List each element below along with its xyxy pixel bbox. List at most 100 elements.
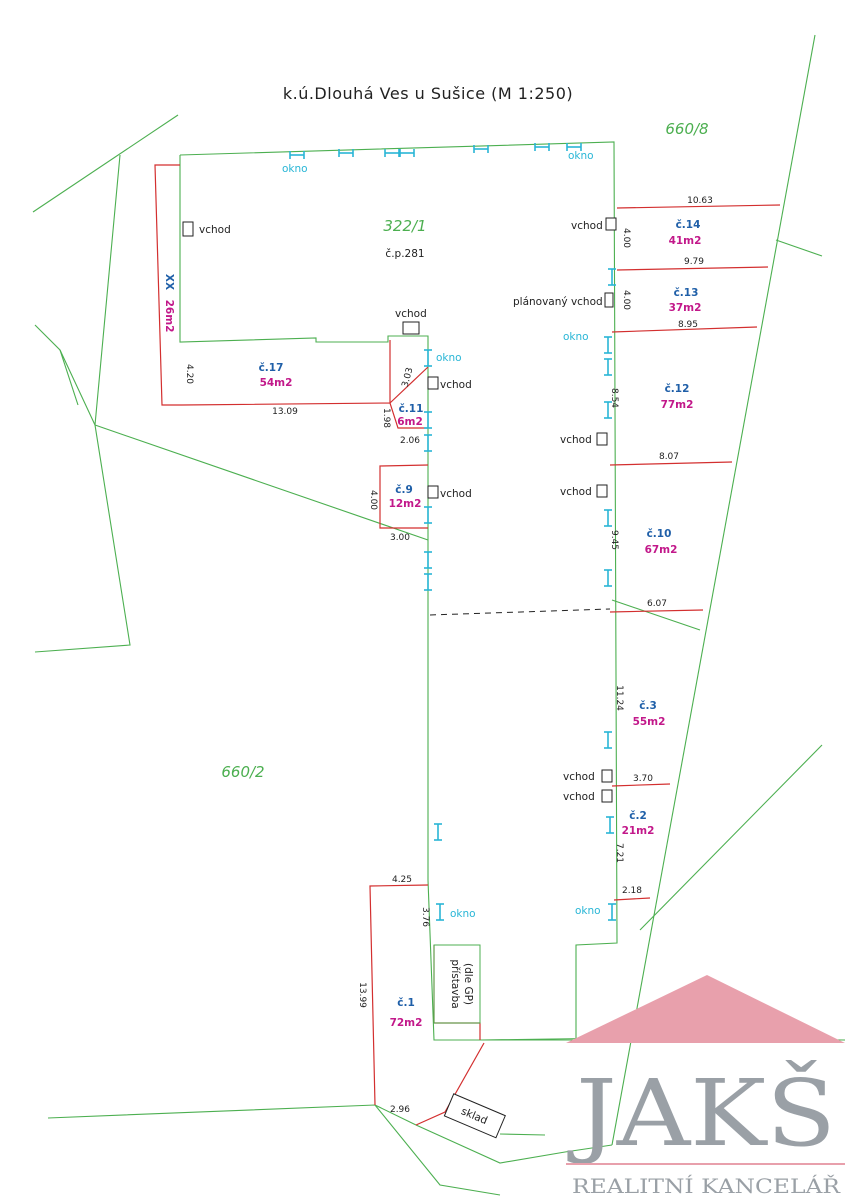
dim-label: 7.21 xyxy=(614,843,624,863)
unit-area: 26m2 xyxy=(163,300,175,333)
dim-label: 4.00 xyxy=(368,490,378,510)
window-marker xyxy=(604,336,612,354)
division-dashed-line xyxy=(429,608,611,616)
unit-name: č.1 xyxy=(397,997,415,1009)
unit-area: 41m2 xyxy=(669,235,702,247)
dim-label: 13.09 xyxy=(272,407,298,417)
dim-label: 4.25 xyxy=(392,875,412,885)
entrance-label: vchod xyxy=(440,379,472,391)
window-marker xyxy=(604,569,612,587)
dim-label: 8.95 xyxy=(678,320,698,330)
dim-label: 11.24 xyxy=(614,685,624,711)
dim-label: 3.00 xyxy=(390,533,410,543)
unit-name: č.12 xyxy=(665,383,690,395)
window-marker xyxy=(606,816,614,834)
window-label: okno xyxy=(568,150,594,162)
extension-label: přístavba xyxy=(449,959,461,1008)
building-number: č.p.281 xyxy=(385,248,424,260)
unit-area: 55m2 xyxy=(633,716,666,728)
planned-entrance-label: plánovaný vchod xyxy=(513,296,603,308)
entrance-label: vchod xyxy=(560,486,592,498)
unit-name: č.13 xyxy=(674,287,699,299)
unit-area: 54m2 xyxy=(260,377,293,389)
dim-label: 6.07 xyxy=(647,599,667,609)
dim-label: 2.18 xyxy=(622,886,642,896)
window-marker xyxy=(534,143,550,151)
window-marker xyxy=(424,551,432,569)
logo-tagline: REALITNÍ KANCELÁŘ xyxy=(572,1174,841,1198)
dim-label: 4.00 xyxy=(621,228,631,248)
dim-label: 3.76 xyxy=(420,907,430,927)
window-label: okno xyxy=(282,163,308,175)
dim-label: 13.99 xyxy=(357,982,367,1008)
logo-roof-icon xyxy=(566,975,845,1043)
dim-label: 9.45 xyxy=(609,530,619,550)
entrance-label: vchod xyxy=(563,771,595,783)
window-marker xyxy=(424,506,432,524)
window-marker xyxy=(473,145,489,153)
unit-name: XX xyxy=(163,274,175,290)
entrance-label: vchod xyxy=(571,220,603,232)
window-marker xyxy=(604,509,612,527)
window-marker xyxy=(436,903,444,921)
dim-label: 3.70 xyxy=(633,774,653,784)
window-marker xyxy=(424,349,432,367)
entrance-label: vchod xyxy=(560,434,592,446)
window-label: okno xyxy=(575,905,601,917)
extension-box xyxy=(433,944,481,1024)
window-marker xyxy=(399,149,415,157)
window-marker xyxy=(604,401,612,419)
entrance-label: vchod xyxy=(440,488,472,500)
dim-label: 2.06 xyxy=(400,436,420,446)
window-label: okno xyxy=(450,908,476,920)
unit-area: 77m2 xyxy=(661,399,694,411)
parcel-number-top-right: 660/8 xyxy=(665,120,708,138)
window-marker xyxy=(608,268,616,286)
window-marker xyxy=(604,731,612,749)
unit-labels: XX 26m2 č.17 54m2 č.11 6m2 č.9 12m2 č.14… xyxy=(163,219,701,1029)
unit-name: č.14 xyxy=(676,219,701,231)
dim-label: 10.63 xyxy=(687,196,713,206)
dim-label: 8.07 xyxy=(659,452,679,462)
window-marker xyxy=(604,358,612,376)
unit-name: č.17 xyxy=(259,362,284,374)
entrance-label: vchod xyxy=(199,224,231,236)
entrance-label: vchod xyxy=(563,791,595,803)
window-marker xyxy=(424,411,432,429)
unit-area: 37m2 xyxy=(669,302,702,314)
dim-label: 9.79 xyxy=(684,257,704,267)
unit-name: č.10 xyxy=(647,528,672,540)
window-marker xyxy=(566,143,582,151)
window-marker xyxy=(608,903,616,921)
unit-area: 21m2 xyxy=(622,825,655,837)
parcel-boundaries xyxy=(32,34,846,1196)
parcel-number-left: 660/2 xyxy=(221,763,264,781)
window-label: okno xyxy=(436,352,462,364)
dim-label: 8.54 xyxy=(609,388,619,408)
entrance-markers xyxy=(182,217,617,803)
extension-label: (dle GP) xyxy=(462,963,474,1005)
agency-logo: JAKŠ REALITNÍ KANCELÁŘ xyxy=(566,975,845,1198)
unit-name: č.2 xyxy=(629,810,647,822)
dim-label: 2.96 xyxy=(390,1105,410,1115)
window-marker xyxy=(434,823,442,841)
unit-name: č.9 xyxy=(395,484,413,496)
dim-label: 4.00 xyxy=(621,290,631,310)
plan-labels: vchod vchod vchod vchod vchod plánovaný … xyxy=(199,150,603,1127)
unit-area: 12m2 xyxy=(389,498,422,510)
window-label: okno xyxy=(563,331,589,343)
unit-area: 6m2 xyxy=(397,416,423,428)
window-marker xyxy=(289,151,305,159)
window-marker xyxy=(384,149,400,157)
window-marker xyxy=(338,149,354,157)
dim-label: 4.20 xyxy=(184,364,194,384)
dimension-labels: 10.63 4.00 9.79 4.00 8.95 8.54 8.07 9.45… xyxy=(184,196,713,1115)
dim-label: 3.03 xyxy=(401,367,416,389)
unit-name: č.11 xyxy=(399,403,424,415)
map-title: k.ú.Dlouhá Ves u Sušice (M 1:250) xyxy=(283,84,573,103)
unit-area: 67m2 xyxy=(645,544,678,556)
storage-box xyxy=(443,1093,506,1139)
parcel-number-main: 322/1 xyxy=(383,217,426,235)
entrance-label: vchod xyxy=(395,308,427,320)
